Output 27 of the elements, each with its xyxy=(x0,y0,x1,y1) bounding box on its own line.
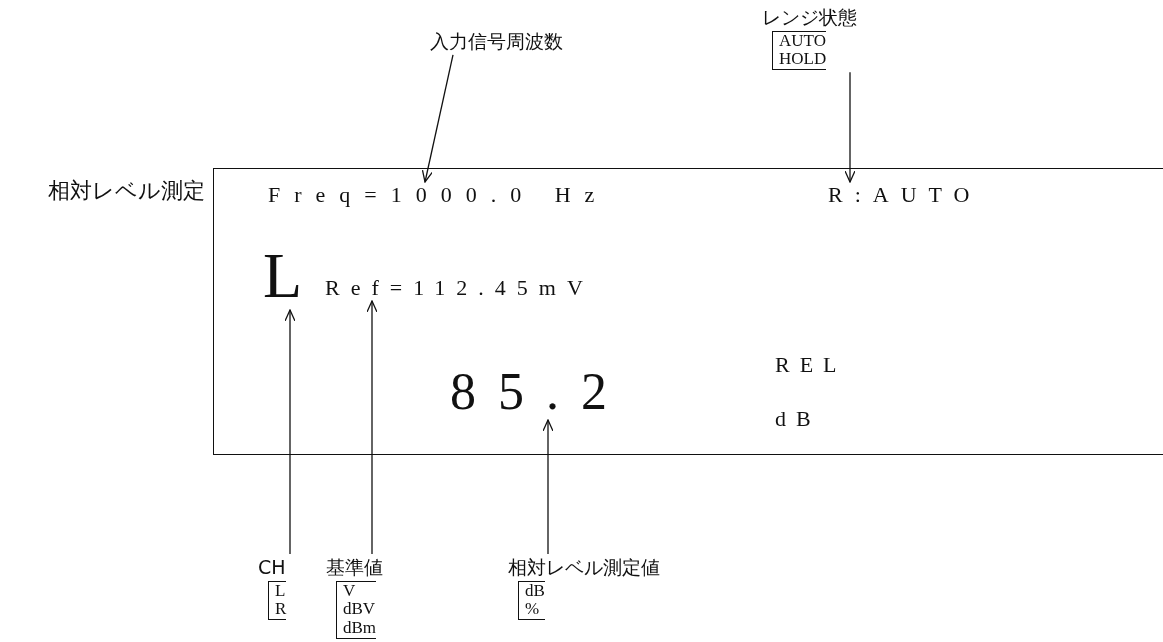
option-label: dB xyxy=(525,581,545,601)
display-readout: R:AUTO xyxy=(828,184,982,206)
leader-arrow xyxy=(284,309,296,555)
callout-label: 入力信号周波数 xyxy=(430,30,563,53)
display-readout: Freq=1000.0 Hz xyxy=(268,184,609,206)
unit-label: dB xyxy=(775,408,821,430)
option-label: dBm xyxy=(343,619,377,638)
unit-label: REL xyxy=(775,354,847,376)
display-readout: Ref=112.45mV xyxy=(325,277,594,299)
leader-arrow xyxy=(844,71,856,183)
callout-label: 基準値 xyxy=(326,556,383,579)
leader-arrow xyxy=(542,419,554,555)
option-label: dBV xyxy=(343,600,377,620)
option-label: HOLD xyxy=(779,50,827,70)
callout-label: CH xyxy=(258,556,287,579)
option-label: % xyxy=(525,600,541,620)
panel-title: 相対レベル測定 xyxy=(48,177,205,205)
callout-label: レンジ状態 xyxy=(762,6,857,29)
callout-label: 相対レベル測定値 xyxy=(508,556,660,579)
display-readout: L xyxy=(263,244,303,308)
leader-arrow xyxy=(421,54,454,183)
leader-arrow xyxy=(366,300,378,555)
option-label: L xyxy=(275,581,287,601)
option-label: V xyxy=(343,581,357,601)
option-label: AUTO xyxy=(779,31,827,51)
display-readout: 85.2 xyxy=(450,366,629,418)
option-label: R xyxy=(275,600,287,620)
